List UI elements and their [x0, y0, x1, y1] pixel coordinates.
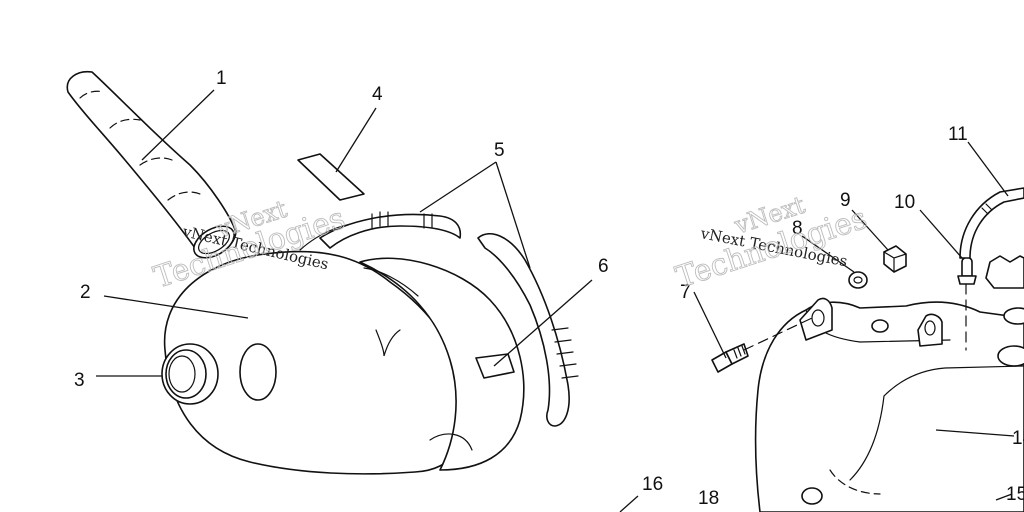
washer-part [848, 271, 868, 289]
callout-5: 5 [494, 140, 505, 161]
callout-4: 4 [372, 84, 383, 105]
callout-10: 10 [894, 192, 915, 213]
intake-hole [239, 343, 277, 401]
grommet-part [161, 343, 219, 405]
callout-2: 2 [80, 282, 91, 303]
label-part [475, 353, 515, 379]
tank-cap-part [985, 255, 1024, 325]
spring-part [319, 211, 579, 427]
leader-lines-left [96, 89, 593, 377]
callout-11: 11 [948, 124, 968, 145]
oil-tank-part [754, 297, 1024, 512]
callout-16: 16 [642, 474, 663, 495]
callout-9: 9 [840, 190, 851, 211]
leader-lines-right [619, 141, 1015, 512]
watermark-right: vNext vNext Technologies Technologies [671, 190, 872, 296]
decal-part [297, 153, 365, 201]
callout-18: 18 [698, 488, 719, 509]
vent-line-part [959, 187, 1024, 259]
hose-part [66, 70, 237, 259]
callout-3: 3 [74, 370, 85, 391]
callout-1: 1 [216, 68, 227, 89]
airbox-part [163, 221, 525, 475]
callout-6: 6 [598, 256, 609, 277]
callout-8: 8 [792, 218, 803, 239]
nut-part [883, 245, 907, 273]
bolt-part [711, 343, 749, 373]
callout-7: 7 [680, 282, 691, 303]
callout-15: 15 [1006, 484, 1024, 505]
callout-14: 14 [1012, 428, 1024, 449]
